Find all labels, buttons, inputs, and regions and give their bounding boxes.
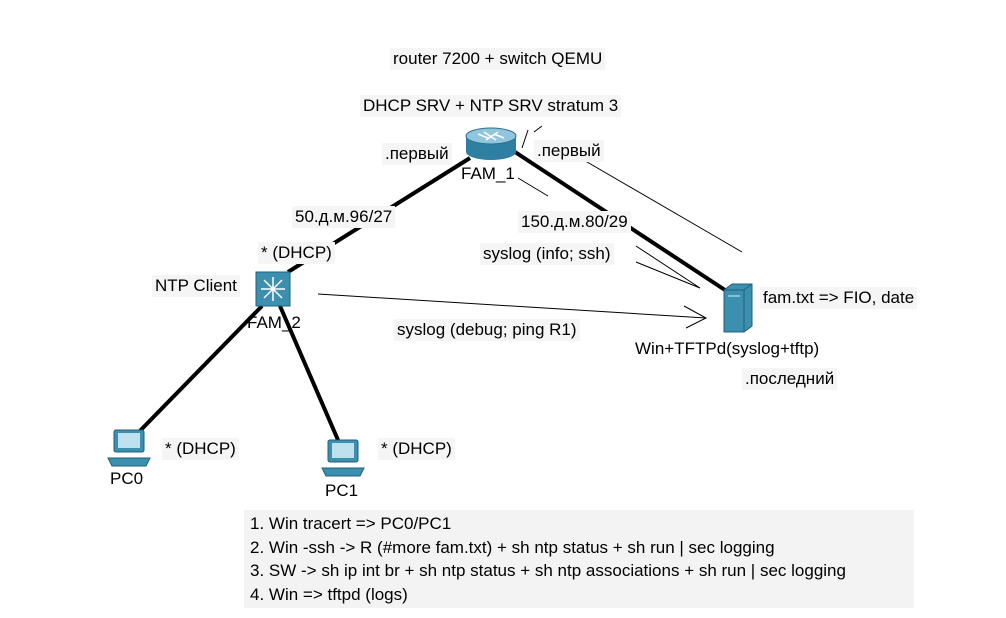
annotation-line-first-ip-2	[533, 125, 543, 133]
syslog-switch-label: syslog (debug; ping R1)	[394, 319, 580, 341]
diagram-title: router 7200 + switch QEMU	[390, 48, 606, 70]
router-server-network-label: 150.д.м.80/29	[518, 211, 631, 233]
pc0-name-label: PC0	[110, 469, 144, 488]
annotation-line-syslog-info	[517, 177, 549, 197]
router-switch-network-label: 50.д.м.96/27	[292, 206, 396, 228]
switch-ip-label: * (DHCP)	[258, 242, 335, 264]
task-notes: 1. Win tracert => PC0/PC1 2. Win -ssh ->…	[244, 510, 914, 608]
server-icon[interactable]	[723, 283, 753, 333]
router-right-ip-label: .первый	[534, 140, 604, 162]
server-name-label: Win+TFTPd(syslog+tftp)	[635, 339, 820, 358]
syslog-arrow-switch-head	[683, 305, 708, 329]
cable-switch-pc0	[131, 304, 264, 440]
router-left-ip-label: .первый	[382, 143, 452, 165]
pc1-icon[interactable]	[321, 439, 365, 477]
note-line: 3. SW -> sh ip int br + sh ntp status + …	[250, 561, 846, 580]
pc1-name-label: PC1	[325, 481, 359, 500]
pc0-ip-label: * (DHCP)	[162, 438, 239, 460]
router-role-label: DHCP SRV + NTP SRV stratum 3	[360, 95, 622, 117]
note-line: 4. Win => tftpd (logs)	[250, 584, 408, 604]
syslog-router-label: syslog (info; ssh)	[480, 243, 614, 265]
note-line: 2. Win -ssh -> R (#more fam.txt) + sh nt…	[250, 537, 775, 557]
syslog-arrow-switch-line	[317, 293, 707, 319]
switch-role-label: NTP Client	[152, 275, 240, 297]
pc1-ip-label: * (DHCP)	[378, 438, 455, 460]
syslog-arrow-router	[635, 245, 701, 289]
pc0-icon[interactable]	[107, 429, 151, 467]
router-name-label: FAM_1	[461, 164, 515, 183]
annotation-line-router-server	[574, 154, 743, 253]
switch-icon[interactable]	[255, 271, 291, 307]
server-file-label: fam.txt => FIO, date	[760, 287, 918, 309]
note-line: 1. Win tracert => PC0/PC1	[250, 514, 452, 533]
cable-switch-pc1	[278, 305, 340, 441]
switch-name-label: FAM_2	[247, 313, 301, 332]
annotation-line-first-ip	[521, 129, 529, 149]
router-icon[interactable]	[465, 127, 517, 160]
server-ip-label: .последний	[742, 368, 838, 390]
